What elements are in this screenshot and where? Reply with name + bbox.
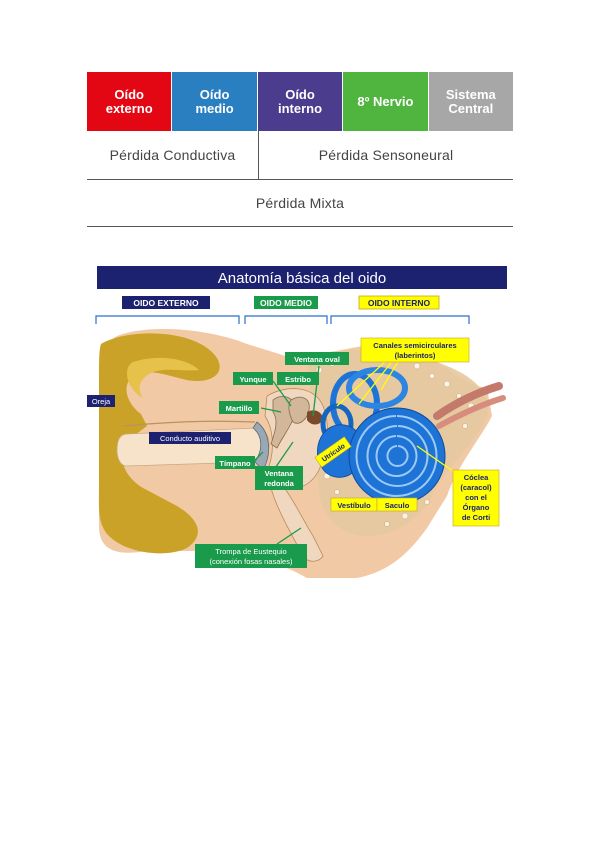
title-bar — [97, 266, 507, 289]
label-ventana-redonda-box — [255, 466, 303, 490]
pinna-cartilage — [98, 333, 220, 554]
label-canales-1: Canales semicirculares — [373, 341, 456, 350]
segment-outer-ear: Oído externo — [87, 72, 172, 131]
sensorineural-loss: Pérdida Sensoneural — [318, 147, 454, 163]
vestibular-nerve — [436, 395, 506, 429]
brace-middle — [244, 315, 328, 324]
section-middle-label: OIDO MEDIO — [260, 298, 312, 308]
label-yunque: Yunque — [239, 375, 266, 384]
label-timpano-box — [215, 456, 255, 469]
brace-outer — [95, 315, 240, 324]
label-conducto-box — [149, 432, 231, 444]
label-yunque-box — [233, 372, 273, 385]
cochlea-spiral — [355, 415, 438, 497]
label-coclea-2: (caracol) — [460, 483, 492, 492]
segment-middle-ear: Oído medio — [172, 72, 257, 131]
hearing-segments: Oído externo Oído medio Oído interno 8º … — [87, 72, 514, 131]
label-coclea-3: con el — [465, 493, 487, 502]
label-ventana-oval: Ventana oval — [294, 355, 340, 364]
incus — [288, 396, 310, 424]
diagram-title: Anatomía básica del oido — [218, 270, 386, 287]
label-saculo-box — [376, 497, 418, 512]
label-coclea-1: Cóclea — [464, 473, 489, 482]
stapes — [307, 410, 323, 425]
label-trompa-box — [195, 544, 307, 568]
label-coclea-box — [452, 469, 500, 527]
label-utriculo-box — [314, 436, 352, 468]
label-ventana-redonda-2: redonda — [264, 479, 294, 488]
label-ventana-redonda-1: Ventana — [265, 469, 295, 478]
label-canales-2: (laberintos) — [395, 351, 436, 360]
pinna-fold — [127, 357, 199, 398]
label-vestibulo: Vestíbulo — [337, 501, 371, 510]
label-martillo: Martillo — [226, 404, 253, 413]
conductive-loss: Pérdida Conductiva — [87, 131, 259, 179]
label-trompa-2: (conexión fosas nasales) — [210, 557, 293, 566]
ear-anatomy-diagram: Anatomía básica del oido OIDO EXTERNO OI… — [87, 266, 507, 578]
eustachian-tube — [270, 485, 324, 562]
label-saculo: Saculo — [385, 501, 410, 510]
section-inner-box — [358, 295, 440, 310]
loss-row-1: Pérdida Conductiva Pérdida Sensoneural — [87, 131, 513, 180]
section-middle-box — [254, 296, 318, 309]
canal-edge-top — [122, 420, 256, 427]
segment-inner-ear: Oído interno — [257, 72, 343, 131]
section-outer-label: OIDO EXTERNO — [133, 298, 199, 308]
section-inner-label: OIDO INTERNO — [368, 298, 431, 308]
segment-8th-nerve: 8º Nervio — [343, 72, 428, 131]
label-ventana-oval-box — [285, 352, 349, 365]
label-canales-box — [360, 337, 470, 363]
mixed-loss: Pérdida Mixta — [255, 195, 345, 211]
label-coclea-4: Órgano — [463, 503, 490, 512]
label-trompa-1: Trompa de Eustequio — [215, 547, 286, 556]
brace-inner — [330, 315, 470, 324]
label-estribo: Estribo — [285, 375, 311, 384]
label-oreja-box — [87, 395, 115, 407]
auditory-nerve — [433, 382, 503, 420]
label-conducto: Conducto auditivo — [160, 434, 220, 443]
segment-central-system: Sistema Central — [428, 72, 514, 131]
label-martillo-box — [219, 401, 259, 414]
label-coclea-5: de Corti — [462, 513, 490, 522]
section-outer-box — [122, 296, 210, 309]
loss-row-2: Pérdida Mixta — [87, 180, 513, 227]
label-estribo-box — [277, 372, 319, 385]
label-oreja: Oreja — [92, 397, 111, 406]
label-timpano: Tímpano — [219, 459, 251, 468]
